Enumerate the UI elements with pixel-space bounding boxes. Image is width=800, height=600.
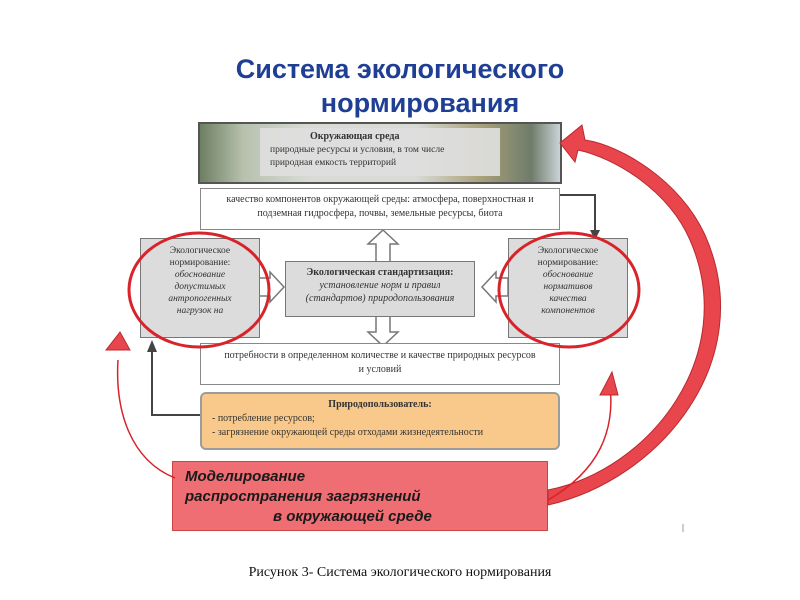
right-highlight-circle [497, 231, 641, 349]
left-norm-line-6: нагрузок на [176, 306, 224, 316]
user-to-left-connector [151, 350, 200, 416]
environment-line-2: природная емкость территорий [270, 158, 397, 168]
environment-text: Окружающая среда природные ресурсы и усл… [270, 130, 444, 170]
right-curved-arrow-body [547, 124, 722, 506]
modeling-line-2: распространения загрязнений [185, 488, 421, 505]
standardization-line-2: (стандартов) природопользования [305, 293, 455, 304]
right-normalization-box: Экологическое нормирование: обоснование … [508, 238, 628, 338]
right-norm-line-3: обоснование [542, 270, 594, 280]
quality-box: качество компонентов окружающей среды: а… [200, 188, 560, 230]
environment-label-panel: Окружающая среда природные ресурсы и усл… [260, 128, 500, 176]
left-norm-line-4: допустимых [174, 282, 226, 292]
left-highlight-circle [127, 231, 271, 349]
left-thin-curve [116, 359, 176, 479]
modeling-line-3: в окружающей среде [273, 508, 432, 525]
needs-line-2: и условий [358, 364, 402, 375]
env-to-quality-connector [558, 194, 596, 232]
standardization-heading: Экологическая стандартизация: [306, 267, 454, 278]
nature-user-heading: Природопользователь: [328, 399, 432, 410]
modeling-line-1: Моделирование [185, 468, 306, 485]
standardization-box: Экологическая стандартизация: установлен… [285, 261, 475, 317]
right-norm-line-6: компонентов [541, 306, 595, 316]
right-thin-curve-arrowhead [599, 370, 619, 396]
left-normalization-box: Экологическое нормирование: обоснование … [140, 238, 260, 338]
left-norm-line-5: антропогенных [168, 294, 232, 304]
left-to-std-arrow [257, 270, 286, 304]
right-norm-line-4: нормативов [543, 282, 593, 292]
user-to-left-arrowhead [147, 340, 157, 352]
quality-line-2: подземная гидросфера, почвы, земельные р… [257, 208, 503, 219]
nature-user-item-1: - потребление ресурсов; [212, 413, 315, 424]
right-thin-curve [547, 384, 612, 501]
page-title: Система экологического нормирования [160, 52, 640, 120]
quality-line-1: качество компонентов окружающей среды: а… [226, 194, 534, 205]
env-to-quality-arrowhead [590, 230, 600, 240]
needs-line-1: потребности в определенном количестве и … [224, 350, 536, 361]
title-line-1: Система экологического [235, 54, 565, 84]
nature-user-box: Природопользователь: - потребление ресур… [200, 392, 560, 450]
left-thin-curve-arrowhead [104, 331, 131, 351]
right-norm-line-5: качества [549, 294, 587, 304]
right-norm-line-1: Экологическое [537, 246, 599, 256]
figure-caption: Рисунок 3- Система экологического нормир… [248, 565, 552, 580]
left-norm-line-2: нормирование: [169, 258, 231, 268]
left-norm-line-3: обоснование [174, 270, 226, 280]
standardization-line-1: установление норм и правил [319, 280, 441, 291]
environment-box: Окружающая среда природные ресурсы и усл… [198, 122, 562, 184]
title-line-2: нормирования [320, 88, 520, 118]
needs-box: потребности в определенном количестве и … [200, 343, 560, 385]
modeling-box: Моделирование распространения загрязнени… [172, 461, 548, 531]
environment-line-1: природные ресурсы и условия, в том числе [270, 145, 445, 155]
right-norm-line-2: нормирование: [537, 258, 599, 268]
left-norm-line-1: Экологическое [169, 246, 231, 256]
nature-user-item-2: - загрязнение окружающей среды отходами … [212, 427, 484, 438]
environment-heading: Окружающая среда [310, 131, 400, 142]
